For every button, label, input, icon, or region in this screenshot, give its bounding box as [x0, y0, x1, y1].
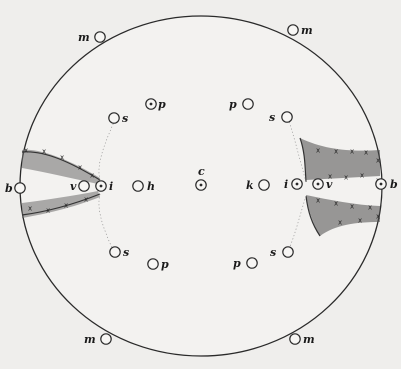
point-marker-m-bottom-right — [290, 334, 300, 344]
x-marker: x — [24, 147, 28, 155]
point-center-dot-p-upper-left — [150, 103, 153, 106]
point-label-c-center: c — [198, 165, 205, 178]
point-label-h-left: h — [147, 180, 155, 193]
point-label-b-right: b — [390, 178, 398, 191]
point-marker-p-lower-right — [247, 258, 257, 268]
x-marker: x — [42, 148, 46, 156]
x-marker: x — [368, 204, 372, 212]
point-label-i-left: i — [109, 180, 113, 193]
x-marker: x — [334, 200, 338, 208]
point-label-p-lower-left: p — [161, 258, 169, 271]
point-label-v-right: v — [326, 178, 333, 191]
point-center-dot-i-right — [296, 183, 299, 186]
point-c-center: c — [196, 165, 206, 190]
point-marker-s-lower-right — [283, 247, 293, 257]
x-marker: x — [60, 154, 64, 162]
x-marker: x — [350, 148, 354, 156]
point-label-m-top-left: m — [78, 31, 90, 44]
point-marker-s-upper-right — [282, 112, 292, 122]
point-center-dot-c-center — [200, 184, 203, 187]
x-marker: x — [90, 172, 94, 180]
point-center-dot-i-left — [100, 185, 103, 188]
point-marker-p-upper-right — [243, 99, 253, 109]
point-label-s-upper-right: s — [269, 111, 275, 124]
point-label-p-lower-right: p — [233, 257, 241, 270]
x-marker: x — [376, 213, 380, 221]
point-center-dot-v-right — [317, 183, 320, 186]
point-label-p-upper-right: p — [229, 98, 237, 111]
point-label-v-left: v — [70, 180, 77, 193]
point-m-top-right: m — [288, 24, 313, 37]
point-b-right: b — [376, 178, 398, 191]
x-marker: x — [78, 164, 82, 172]
point-label-m-bottom-right: m — [303, 333, 315, 346]
point-label-k-right: k — [246, 179, 254, 192]
x-marker: x — [350, 203, 354, 211]
point-marker-m-top-left — [95, 32, 105, 42]
x-marker: x — [84, 196, 88, 204]
point-marker-m-top-right — [288, 25, 298, 35]
point-m-bottom-left: m — [84, 333, 111, 346]
point-marker-k-right — [259, 180, 269, 190]
point-label-m-top-right: m — [301, 24, 313, 37]
point-m-bottom-right: m — [290, 333, 315, 346]
x-marker: x — [316, 147, 320, 155]
point-label-m-bottom-left: m — [84, 333, 96, 346]
x-marker: x — [46, 207, 50, 215]
x-marker: x — [28, 205, 32, 213]
point-marker-s-upper-left — [109, 113, 119, 123]
x-marker: x — [376, 157, 380, 165]
point-label-p-upper-left: p — [158, 98, 166, 111]
x-marker: x — [338, 219, 342, 227]
point-center-dot-b-right — [380, 183, 383, 186]
point-label-s-lower-left: s — [123, 246, 129, 259]
point-label-s-upper-left: s — [122, 112, 128, 125]
point-marker-v-left — [79, 181, 89, 191]
x-marker: x — [360, 172, 364, 180]
point-marker-p-lower-left — [148, 259, 158, 269]
x-marker: x — [358, 217, 362, 225]
x-marker: x — [64, 202, 68, 210]
point-marker-m-bottom-left — [101, 334, 111, 344]
point-label-i-right: i — [284, 178, 288, 191]
point-label-b-left: b — [5, 182, 13, 195]
x-marker: x — [316, 197, 320, 205]
x-marker: x — [334, 148, 338, 156]
x-marker: x — [344, 174, 348, 182]
point-marker-h-left — [133, 181, 143, 191]
point-label-s-lower-right: s — [270, 246, 276, 259]
point-marker-s-lower-left — [110, 247, 120, 257]
point-marker-b-left — [15, 183, 25, 193]
x-marker: x — [364, 149, 368, 157]
point-m-top-left: m — [78, 31, 105, 44]
point-b-left: b — [5, 182, 25, 195]
